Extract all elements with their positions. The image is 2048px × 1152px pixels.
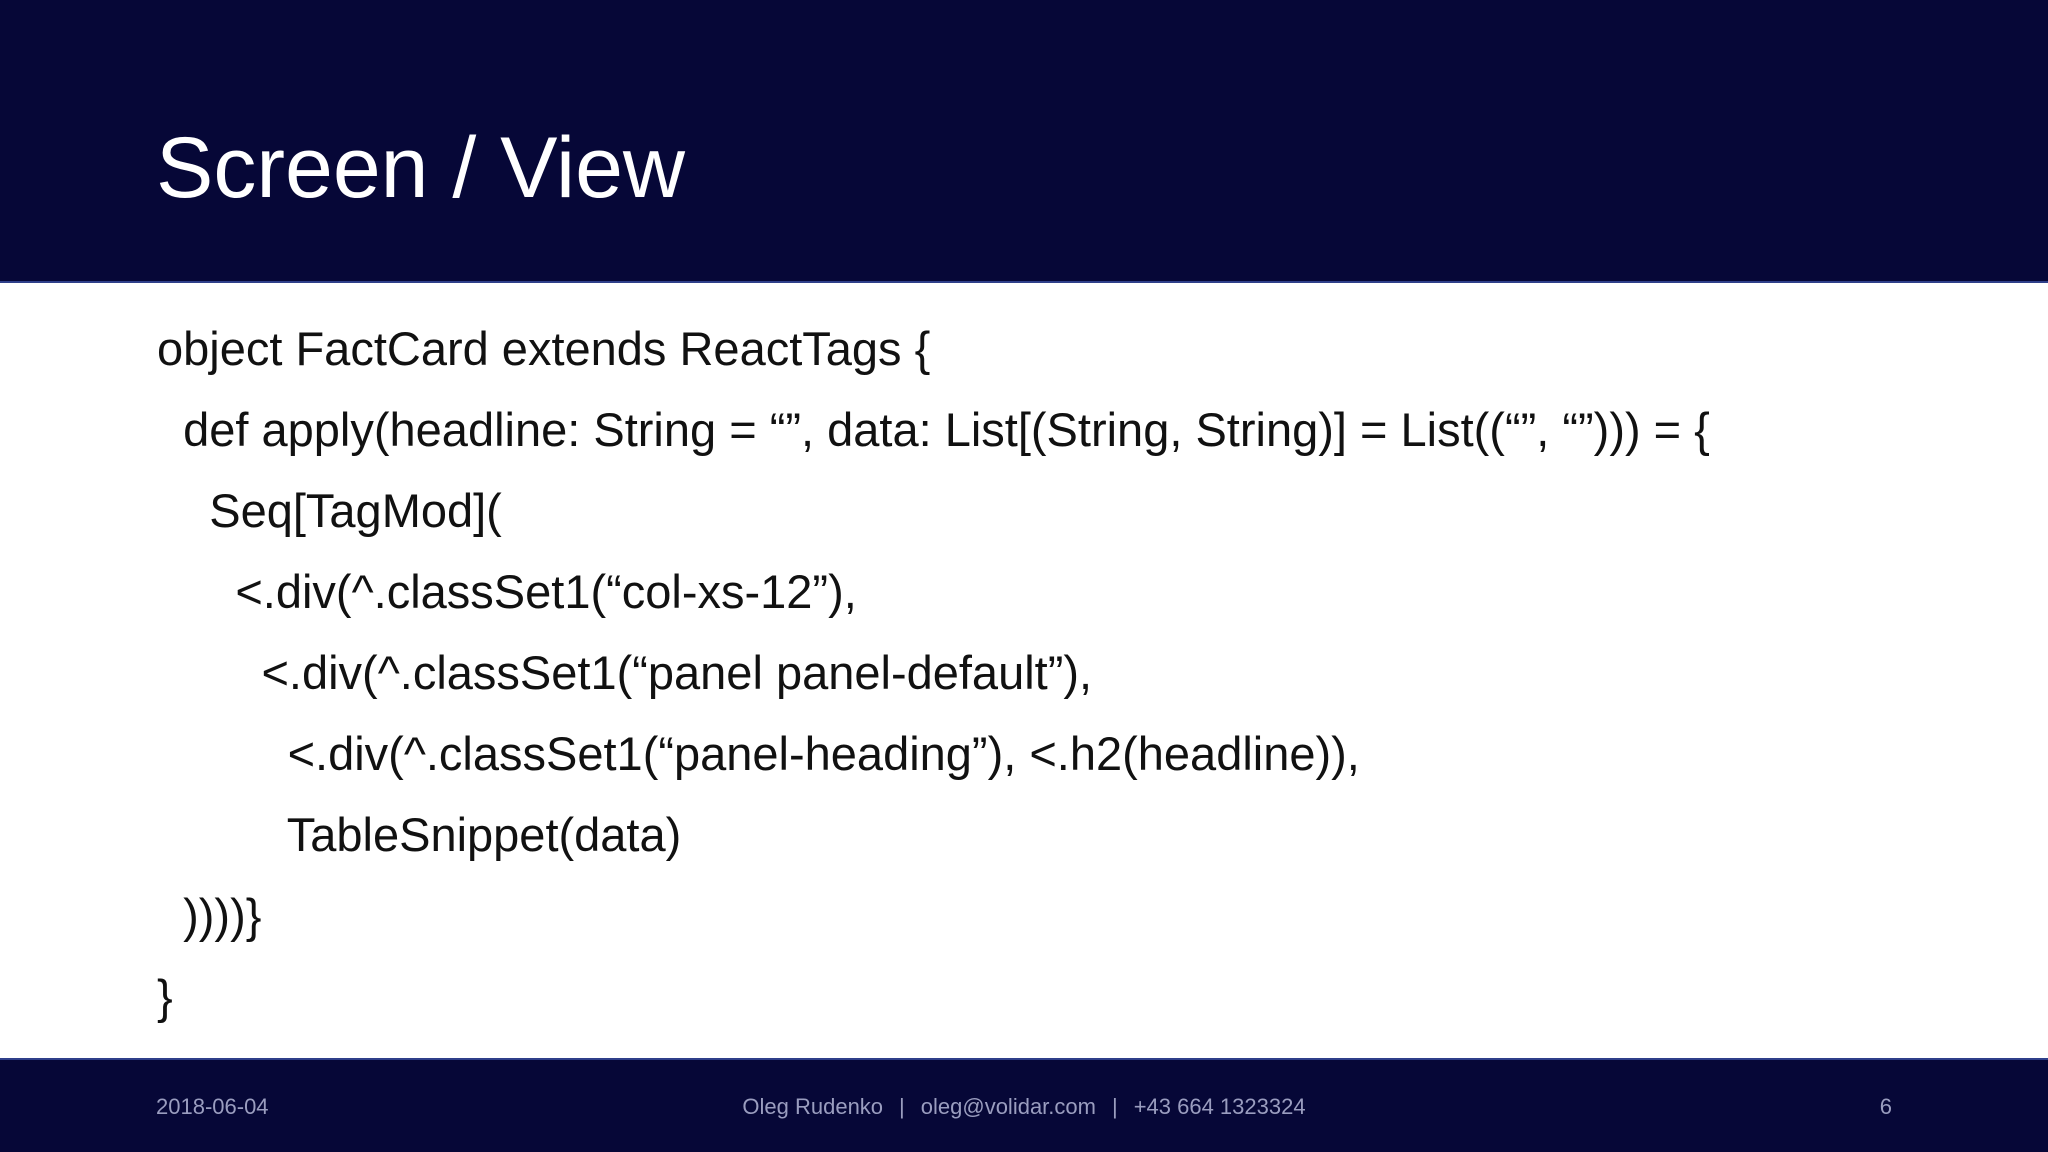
code-block: object FactCard extends ReactTags { def …: [157, 308, 1710, 1037]
page-number: 6: [1879, 1094, 1892, 1119]
code-line: TableSnippet(data): [157, 808, 682, 861]
footer-date: 2018-06-04: [156, 1094, 269, 1119]
footer-bar: 2018-06-04 Oleg Rudenko | oleg@volidar.com…: [0, 1058, 2048, 1152]
slide-title: Screen / View: [156, 120, 686, 216]
code-line: <.div(^.classSet1(“panel panel-default”)…: [157, 646, 1093, 699]
code-line: }: [157, 970, 173, 1023]
footer-contact: Oleg Rudenko | oleg@volidar.com | +43 664 13…: [0, 1092, 2048, 1122]
footer-separator: |: [899, 1094, 905, 1119]
footer-phone: +43 664 1323324: [1133, 1094, 1306, 1119]
code-line: object FactCard extends ReactTags {: [157, 322, 931, 375]
footer-email: oleg@volidar.com: [920, 1094, 1096, 1119]
header-bar: Screen / View: [0, 0, 2048, 283]
footer-author: Oleg Rudenko: [742, 1094, 884, 1119]
code-line: def apply(headline: String = “”, data: L…: [157, 403, 1710, 456]
code-line: ))))}: [157, 889, 262, 942]
code-line: Seq[TagMod](: [157, 484, 502, 537]
footer-separator: |: [1111, 1094, 1118, 1119]
code-line: <.div(^.classSet1(“col-xs-12”),: [157, 565, 857, 618]
code-line: <.div(^.classSet1(“panel-heading”), <.h2…: [157, 727, 1360, 780]
